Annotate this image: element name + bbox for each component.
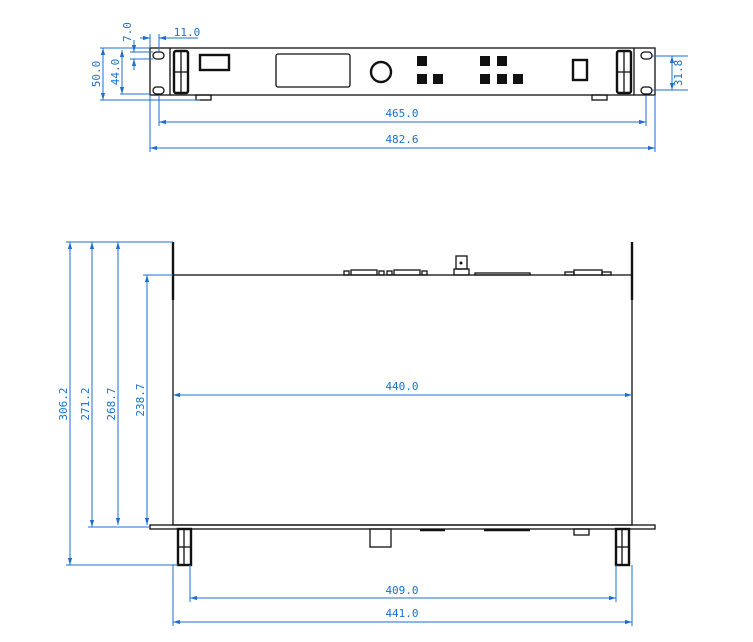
power-switch	[571, 58, 589, 82]
dim-overall-height: 50.0	[90, 61, 103, 88]
lcd-screen	[275, 53, 351, 88]
front-buttons	[417, 56, 523, 84]
small-display	[198, 53, 231, 72]
dim-depth-a: 271.2	[79, 387, 92, 420]
right-handle	[615, 49, 633, 95]
dim-hole-offset: 7.0	[121, 22, 134, 42]
rear-connectors	[343, 255, 612, 276]
rotary-knob	[369, 60, 393, 84]
foot	[195, 94, 212, 101]
left-handle	[172, 49, 190, 95]
dim-overall-width: 482.6	[385, 133, 418, 146]
front-controls-side	[369, 528, 590, 548]
dim-overall-depth: 306.2	[57, 387, 70, 420]
dim-hole-centers: 465.0	[385, 107, 418, 120]
dim-body-width: 440.0	[385, 380, 418, 393]
dim-ear-width: 11.0	[174, 26, 201, 39]
dim-depth-b: 268.7	[105, 387, 118, 420]
dim-handle-outer: 441.0	[385, 607, 418, 620]
front-view: 465.0 482.6 50.0 44.0 7.0 11.0 31.8	[90, 22, 688, 152]
front-panel	[149, 47, 656, 96]
dim-hole-spacing: 31.8	[672, 60, 685, 87]
top-view: 440.0 306.2 271.2 268.7 238.7 409.0 441.…	[57, 241, 656, 626]
foot	[591, 94, 608, 101]
chassis-body	[172, 274, 633, 526]
left-handle-side	[176, 527, 193, 567]
dim-handle-centers: 409.0	[385, 584, 418, 597]
dim-body-depth: 238.7	[134, 383, 147, 416]
dim-panel-height: 44.0	[109, 59, 122, 86]
right-handle-side	[614, 527, 631, 567]
